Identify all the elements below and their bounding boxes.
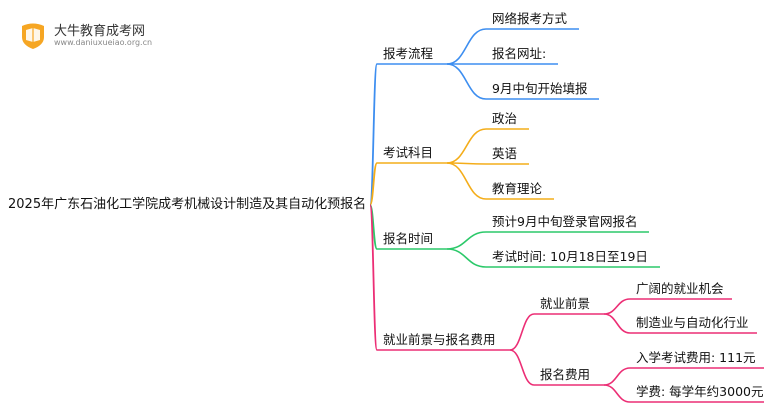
b3s0-connector	[509, 313, 535, 351]
b1c2-connector	[446, 162, 487, 200]
b0c2-connector	[446, 63, 487, 100]
b3s1c0-connector	[603, 367, 631, 386]
leaf-education-theory: 教育理论	[492, 181, 543, 196]
logo-title: 大牛教育成考网	[54, 24, 146, 39]
branch-exam-subjects: 考试科目	[383, 145, 434, 160]
leaf-manufacturing-automation: 制造业与自动化行业	[636, 315, 749, 330]
leaf-english: 英语	[492, 146, 518, 161]
b3s1c1-connector	[603, 384, 631, 403]
b2c1-connector	[446, 248, 487, 268]
b3s1-connector	[509, 349, 535, 386]
b3s0c1-connector	[603, 313, 631, 334]
leaf-registration-url: 报名网址:	[492, 46, 547, 61]
leaf-annual-tuition: 学费: 每学年约3000元	[636, 384, 764, 399]
root-topic: 2025年广东石油化工学院成考机械设计制造及其自动化预报名	[8, 197, 367, 212]
leaf-online-registration: 网络报考方式	[492, 11, 568, 26]
b3s0c0-connector	[603, 298, 631, 315]
logo-subtitle: www.daniuxueiao.org.cn	[54, 38, 153, 47]
branch-registration-time: 报名时间	[383, 231, 434, 246]
leaf-september-filing: 9月中旬开始填报	[492, 81, 588, 96]
b1-connector	[369, 162, 378, 206]
sub-employment-prospects: 就业前景	[540, 296, 591, 311]
site-logo: 大牛教育成考网 www.daniuxueiao.org.cn	[18, 18, 168, 52]
leaf-september-online: 预计9月中旬登录官网报名	[492, 214, 638, 229]
b3-connector	[369, 204, 378, 351]
branch-registration-process: 报考流程	[383, 46, 434, 61]
branch-employment-and-fees: 就业前景与报名费用	[383, 332, 496, 347]
b0c0-connector	[446, 28, 487, 65]
book-shield-icon	[22, 23, 44, 49]
sub-registration-fees: 报名费用	[540, 367, 591, 382]
b2c0-connector	[446, 231, 487, 250]
b0-connector	[369, 63, 378, 206]
leaf-entrance-exam-fee: 入学考试费用: 111元	[636, 350, 756, 365]
leaf-exam-dates: 考试时间: 10月18日至19日	[492, 249, 648, 264]
leaf-politics: 政治	[492, 111, 518, 126]
b1c0-connector	[446, 128, 487, 164]
leaf-broad-opportunities: 广阔的就业机会	[636, 281, 724, 296]
